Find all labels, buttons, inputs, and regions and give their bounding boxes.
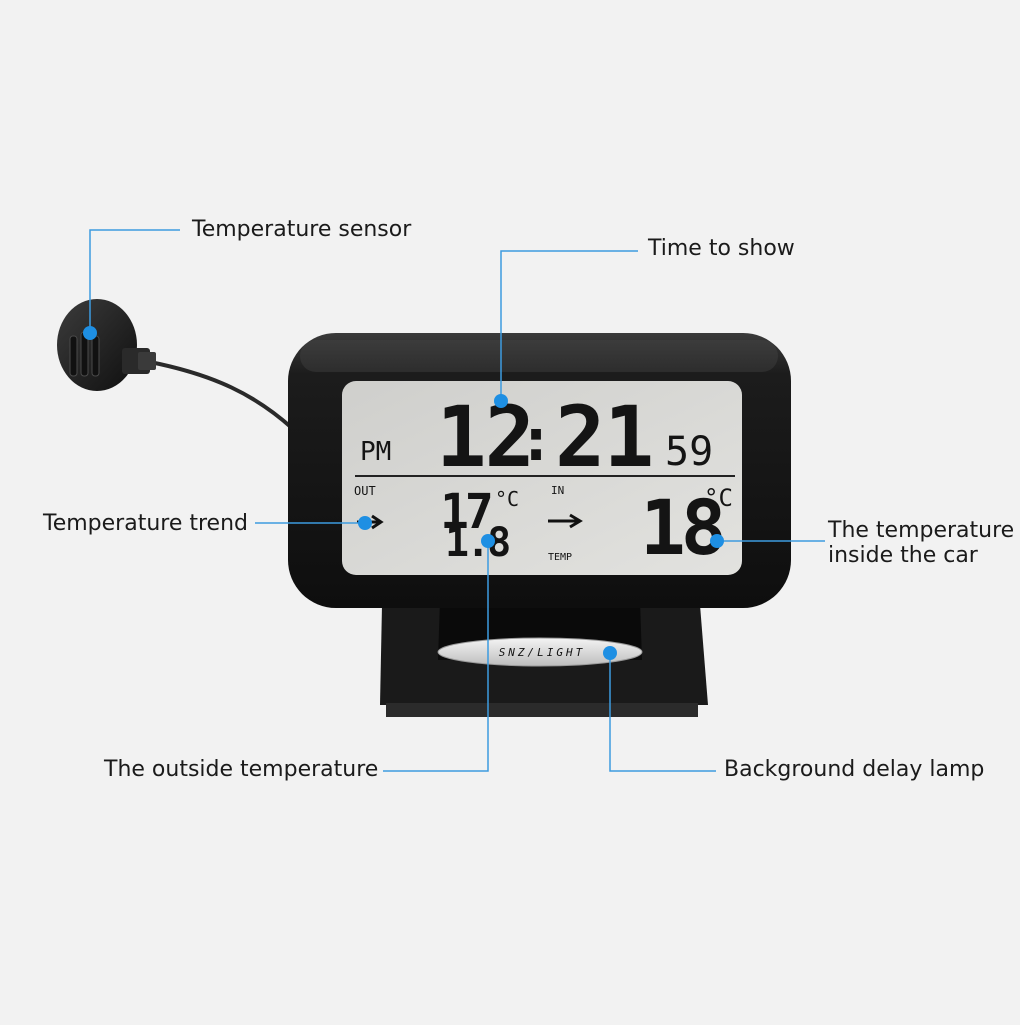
temperature-sensor [57, 299, 156, 391]
marker-sensor [83, 326, 97, 340]
time-hours: 12 [436, 388, 533, 486]
in-label: IN [551, 484, 564, 497]
sensor-cable [149, 360, 294, 430]
outside-temp-sub: 1.8 [445, 520, 509, 566]
device-stand: SNZ/LIGHT [380, 600, 708, 717]
marker-trend [358, 516, 372, 530]
time-seconds: 59 [665, 429, 713, 475]
meridiem-indicator: PM [360, 437, 391, 467]
time-minutes: 21 [555, 388, 652, 486]
inside-temp: 18 [640, 483, 722, 572]
outside-temp-unit: °C [495, 487, 519, 511]
marker-outside [481, 534, 495, 548]
callout-time-to-show: Time to show [648, 236, 795, 261]
temp-label: TEMP [548, 552, 572, 563]
time-colon: : [518, 405, 554, 475]
callout-inside-temp-line2: inside the car [828, 543, 978, 568]
lcd-screen [342, 381, 742, 575]
callout-background-delay-lamp: Background delay lamp [724, 757, 985, 782]
callout-inside-temp-line1: The temperature [828, 518, 1015, 543]
direction-arrow-icon [548, 513, 583, 529]
inside-temp-unit: °C [704, 484, 733, 512]
outside-temp-main: 17 [440, 484, 491, 540]
callout-outside-temperature: The outside temperature [104, 757, 379, 782]
out-label: OUT [354, 484, 376, 498]
marker-time [494, 394, 508, 408]
snz-light-button[interactable] [437, 637, 643, 667]
callout-markers [83, 326, 724, 660]
callout-temperature-trend: Temperature trend [43, 511, 248, 536]
callout-temperature-sensor: Temperature sensor [192, 217, 412, 242]
marker-inside [710, 534, 724, 548]
marker-lamp [603, 646, 617, 660]
button-label: SNZ/LIGHT [499, 646, 586, 659]
callout-lines [89, 229, 825, 772]
